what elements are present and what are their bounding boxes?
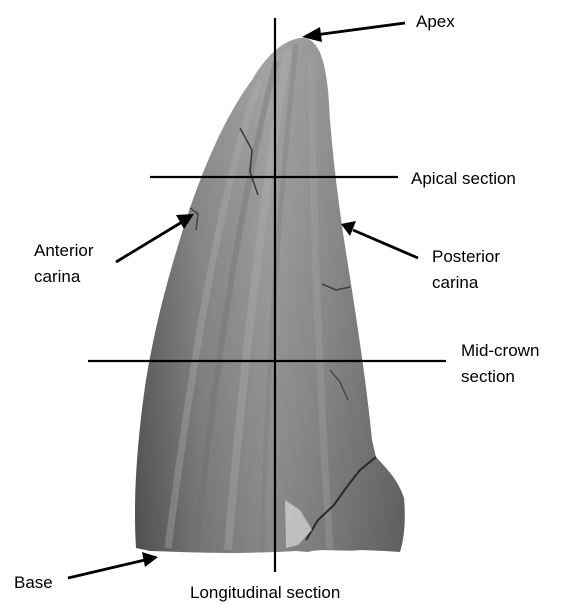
posterior-carina-arrow (341, 221, 418, 258)
posterior-carina-label-line2: carina (432, 273, 479, 292)
apical-section-label: Apical section (411, 169, 516, 188)
apex-label: Apex (416, 12, 455, 31)
longitudinal-section-label: Longitudinal section (190, 583, 340, 602)
base-label: Base (14, 573, 53, 592)
mid-crown-label-line2: section (461, 367, 515, 386)
apex-arrow (302, 23, 405, 42)
tooth-crown (135, 38, 405, 553)
base-arrow (68, 552, 158, 578)
anterior-carina-label-line1: Anterior (34, 241, 94, 260)
posterior-carina-label-line1: Posterior (432, 247, 500, 266)
anterior-carina-label-line2: carina (34, 267, 81, 286)
mid-crown-label-line1: Mid-crown (461, 341, 539, 360)
